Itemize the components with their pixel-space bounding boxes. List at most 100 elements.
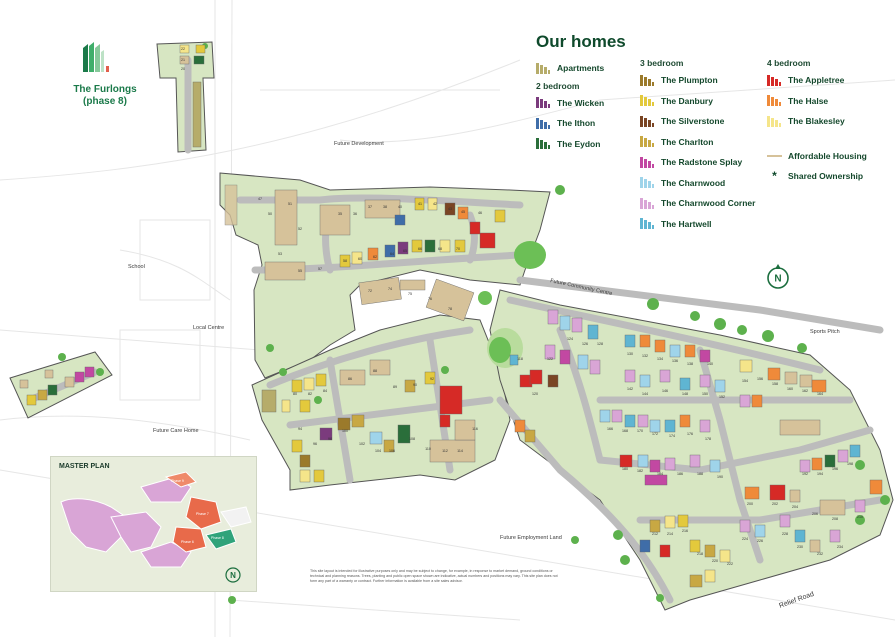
plot-number: 128 bbox=[597, 342, 603, 346]
legend-title: Our homes bbox=[536, 32, 626, 51]
legend-item-the-charnwood-corner: The Charnwood Corner bbox=[640, 193, 755, 214]
plot-number: 162 bbox=[802, 389, 808, 393]
legend-item-label: The Silverstone bbox=[661, 116, 725, 127]
plot-number: 126 bbox=[582, 342, 588, 346]
plot-number: 51 bbox=[288, 202, 292, 206]
plot-number: 198 bbox=[847, 462, 853, 466]
legend-item-affordable-housing: Affordable Housing bbox=[767, 146, 867, 167]
plot-number: 168 bbox=[622, 429, 628, 433]
legend-item-label: The Eydon bbox=[557, 138, 601, 149]
legend-item-the-silverstone: The Silverstone bbox=[640, 111, 755, 132]
label-relief-road: Relief Road bbox=[778, 591, 815, 610]
plot-number: 182 bbox=[637, 469, 643, 473]
development-title-line1: The Furlongs bbox=[73, 84, 137, 95]
disclaimer-text: This site layout is intended for illustr… bbox=[310, 569, 558, 583]
plot-number: 92 bbox=[430, 377, 434, 381]
house-type-icon bbox=[767, 95, 782, 107]
north-compass: N bbox=[767, 264, 789, 289]
shared-ownership-icon: * bbox=[772, 169, 777, 184]
plot-number: 53 bbox=[278, 252, 282, 256]
plot-number: 38 bbox=[383, 205, 387, 209]
plot-number: 150 bbox=[702, 392, 708, 396]
legend-item-label: The Charlton bbox=[661, 136, 714, 147]
legend-item-label: The Charnwood Corner bbox=[661, 198, 756, 209]
plot-number: 208 bbox=[832, 517, 838, 521]
plot-number: 42 bbox=[433, 202, 437, 206]
homes-legend: Our homes Apartments 2 bedroom The Wicke… bbox=[536, 32, 891, 242]
legend-item-label: The Radstone Splay bbox=[661, 157, 743, 168]
plot-number: 106 bbox=[389, 449, 395, 453]
plot-number: 228 bbox=[782, 532, 788, 536]
trees bbox=[58, 43, 890, 604]
plot-number: 94 bbox=[298, 427, 302, 431]
plot-number: 134 bbox=[657, 357, 663, 361]
plot-number: 220 bbox=[712, 559, 718, 563]
plot-number: 46 bbox=[478, 211, 482, 215]
plot-number: 122 bbox=[547, 357, 553, 361]
plot-number: 90 bbox=[413, 383, 417, 387]
plot-number: 98 bbox=[328, 437, 332, 441]
plot-number: 58 bbox=[343, 259, 347, 263]
plot-number: 136 bbox=[672, 359, 678, 363]
plot-number: 74 bbox=[388, 287, 392, 291]
plot-number: 218 bbox=[697, 552, 703, 556]
plot-number: 180 bbox=[622, 467, 628, 471]
plot-number: 164 bbox=[817, 392, 823, 396]
plot-number: 22 bbox=[181, 47, 185, 51]
plot-number: 138 bbox=[687, 362, 693, 366]
development-title: The Furlongs (phase 8) bbox=[60, 84, 150, 108]
plot-number: 156 bbox=[757, 377, 763, 381]
legend-item-label: The Hartwell bbox=[661, 218, 712, 229]
plot-number: 130 bbox=[627, 352, 633, 356]
plot-number: 114 bbox=[457, 449, 463, 453]
plot-number: 174 bbox=[669, 434, 675, 438]
legend-item-the-eydon: The Eydon bbox=[536, 134, 604, 155]
plot-number: 110 bbox=[425, 447, 431, 451]
house-type-icon bbox=[767, 74, 782, 86]
plot-number: 108 bbox=[409, 437, 415, 441]
legend-item-the-ithon: The Ithon bbox=[536, 113, 604, 134]
legend-item-the-blakesley: The Blakesley bbox=[767, 111, 867, 132]
plot-number: 68 bbox=[438, 247, 442, 251]
label-local-centre: Local Centre bbox=[193, 325, 224, 331]
legend-item-label: Affordable Housing bbox=[788, 150, 867, 161]
plot-number: 65 bbox=[403, 249, 407, 253]
plot-number: 210 bbox=[857, 515, 863, 519]
legend-item-the-plumpton: The Plumpton bbox=[640, 70, 755, 91]
legend-item-the-halse: The Halse bbox=[767, 91, 867, 112]
legend-item-label: The Appletree bbox=[788, 75, 845, 86]
affordable-housing-icon bbox=[767, 154, 782, 157]
plot-number: 206 bbox=[812, 512, 818, 516]
house-type-icon bbox=[640, 156, 655, 168]
plot-number: 166 bbox=[607, 427, 613, 431]
plot-number: 76 bbox=[428, 297, 432, 301]
phase-label: Phase 8 bbox=[211, 536, 224, 540]
plot-number: 37 bbox=[368, 205, 372, 209]
legend-item-the-wicken: The Wicken bbox=[536, 93, 604, 114]
plot-number: 226 bbox=[757, 539, 763, 543]
house-type-icon bbox=[767, 115, 782, 127]
house-type-icon bbox=[536, 97, 551, 109]
master-plan-compass-letter: N bbox=[230, 571, 236, 580]
plot-number: 188 bbox=[697, 472, 703, 476]
plot-number: 84 bbox=[323, 389, 327, 393]
plot-number: 21 bbox=[181, 58, 185, 62]
plot-number: 230 bbox=[797, 545, 803, 549]
plot-number: 184 bbox=[657, 472, 663, 476]
plot-number: 170 bbox=[637, 429, 643, 433]
house-type-icon bbox=[640, 177, 655, 189]
plot-number: 89 bbox=[393, 385, 397, 389]
apartments-icon bbox=[536, 62, 551, 74]
plot-number: 43 bbox=[448, 207, 452, 211]
legend-heading-2-bedroom: 2 bedroom bbox=[536, 80, 580, 91]
furlongs-logo bbox=[83, 42, 109, 72]
label-sports-pitch: Sports Pitch bbox=[810, 329, 840, 335]
house-type-icon bbox=[640, 218, 655, 230]
plot-number: 176 bbox=[687, 432, 693, 436]
legend-item-shared-ownership: * Shared Ownership bbox=[767, 166, 867, 187]
plot-number: 62 bbox=[373, 255, 377, 259]
phase-label: Phase 6 bbox=[181, 540, 194, 544]
